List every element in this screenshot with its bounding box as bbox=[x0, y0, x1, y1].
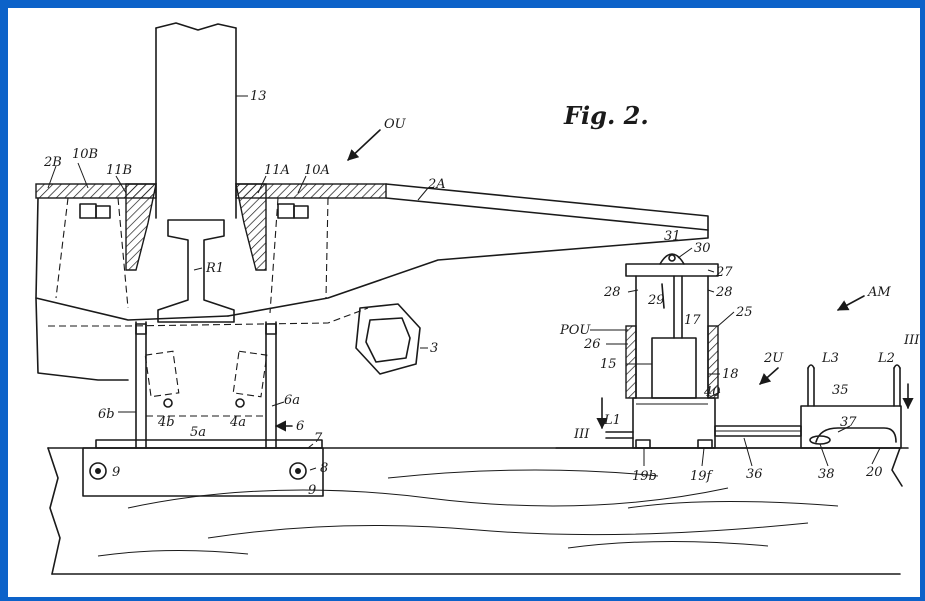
label-25: 25 bbox=[735, 305, 753, 320]
label-13: 13 bbox=[250, 89, 267, 104]
label-10a: 10A bbox=[304, 163, 330, 178]
label-29: 29 bbox=[647, 293, 665, 308]
label-am: AM bbox=[867, 285, 891, 300]
rail-brackets bbox=[79, 183, 309, 271]
label-2u: 2U bbox=[763, 351, 784, 366]
label-9-left: 9 bbox=[112, 465, 120, 480]
sensor-assembly bbox=[555, 364, 909, 449]
label-2b: 2B bbox=[43, 155, 62, 170]
label-8: 8 bbox=[320, 461, 328, 476]
label-31: 31 bbox=[664, 229, 681, 244]
label-19f: 19f bbox=[690, 469, 714, 484]
label-18: 18 bbox=[722, 367, 739, 382]
label-35: 35 bbox=[832, 383, 849, 398]
label-l3: L3 bbox=[821, 351, 839, 366]
label-19b: 19b bbox=[632, 469, 657, 484]
label-3: 3 bbox=[430, 341, 438, 356]
label-11b: 11B bbox=[106, 163, 132, 178]
label-36: 36 bbox=[746, 467, 763, 482]
nut-3 bbox=[355, 303, 421, 375]
label-l1: L1 bbox=[603, 413, 621, 428]
label-iii-right: III bbox=[903, 333, 920, 348]
column-13 bbox=[155, 22, 237, 219]
label-r1: R1 bbox=[205, 261, 224, 276]
rail-r1 bbox=[157, 219, 235, 323]
patent-drawing-frame: Fig. 2. 13 OU 2B 10B 11B 11A 10A 2A R1 3… bbox=[8, 8, 920, 597]
label-40: 40 bbox=[703, 385, 721, 400]
label-7: 7 bbox=[314, 431, 323, 446]
label-5a: 5a bbox=[190, 425, 206, 440]
label-ou: OU bbox=[384, 117, 407, 132]
section-markers bbox=[596, 383, 914, 430]
label-4b: 4b bbox=[157, 415, 175, 430]
label-9-right: 9 bbox=[308, 483, 316, 498]
figure-title: Fig. 2. bbox=[563, 101, 649, 130]
base-plate bbox=[82, 447, 324, 497]
label-l2: L2 bbox=[877, 351, 895, 366]
label-37: 37 bbox=[840, 415, 857, 430]
label-2a: 2A bbox=[427, 177, 446, 192]
label-6b: 6b bbox=[98, 407, 115, 422]
label-17: 17 bbox=[684, 313, 701, 328]
label-15: 15 bbox=[600, 357, 617, 372]
label-28-right: 28 bbox=[715, 285, 733, 300]
label-pou: POU bbox=[559, 323, 591, 338]
label-6a: 6a bbox=[284, 393, 300, 408]
leader-lines bbox=[47, 95, 881, 471]
label-10b: 10B bbox=[72, 147, 98, 162]
label-28-left: 28 bbox=[603, 285, 621, 300]
label-6: 6 bbox=[296, 419, 304, 434]
label-20: 20 bbox=[865, 465, 883, 480]
label-27: 27 bbox=[715, 265, 733, 280]
ground-foundation bbox=[47, 447, 903, 575]
label-26: 26 bbox=[583, 337, 601, 352]
label-11a: 11A bbox=[264, 163, 290, 178]
label-iii-left: III bbox=[573, 427, 590, 442]
label-4a: 4a bbox=[229, 415, 246, 430]
reference-labels: 13 OU 2B 10B 11B 11A 10A 2A R1 3 6b 4b 5… bbox=[43, 89, 920, 498]
actuator-housing bbox=[625, 253, 719, 449]
support-pedestal bbox=[95, 321, 323, 449]
label-38: 38 bbox=[818, 467, 835, 482]
patent-figure-2: Fig. 2. 13 OU 2B 10B 11B 11A 10A 2A R1 3… bbox=[35, 22, 920, 575]
label-30: 30 bbox=[694, 241, 711, 256]
